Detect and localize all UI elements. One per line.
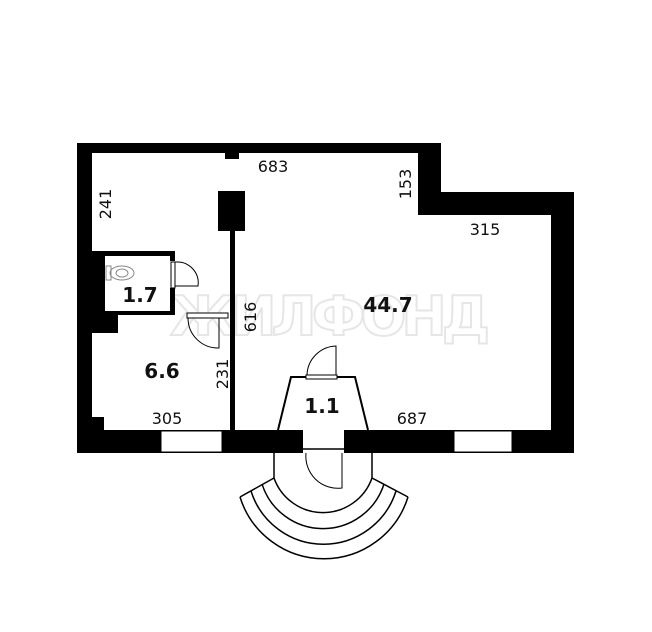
entry-door-swing bbox=[305, 452, 343, 489]
vestibule-door-swing bbox=[306, 345, 337, 376]
window-left bbox=[160, 430, 223, 453]
column bbox=[218, 191, 245, 231]
entrance-opening bbox=[303, 430, 344, 453]
dim-bottom-left: 305 bbox=[152, 409, 183, 428]
bathroom-walls bbox=[92, 251, 175, 333]
dim-right-upper: 315 bbox=[470, 220, 501, 239]
dim-partition: 616 bbox=[241, 302, 260, 333]
dim-left-upper: 241 bbox=[96, 189, 115, 220]
porch-steps bbox=[239, 453, 409, 560]
partition-wall bbox=[230, 231, 235, 430]
dim-step: 153 bbox=[396, 169, 415, 200]
room-area-bathroom: 1.7 bbox=[122, 283, 157, 307]
toilet-icon bbox=[105, 265, 135, 281]
dim-top: 683 bbox=[258, 157, 289, 176]
window-right bbox=[453, 430, 513, 453]
wall-notch bbox=[225, 153, 239, 159]
room-area-main: 44.7 bbox=[363, 293, 412, 317]
room-area-vestibule: 1.1 bbox=[304, 394, 339, 418]
dim-hall-side: 231 bbox=[213, 359, 232, 390]
bathroom-door-swing bbox=[175, 261, 199, 287]
windows bbox=[160, 430, 513, 453]
room-area-hall: 6.6 bbox=[144, 359, 179, 383]
dim-bottom-right: 687 bbox=[397, 409, 428, 428]
hall-door-swing bbox=[187, 317, 220, 349]
